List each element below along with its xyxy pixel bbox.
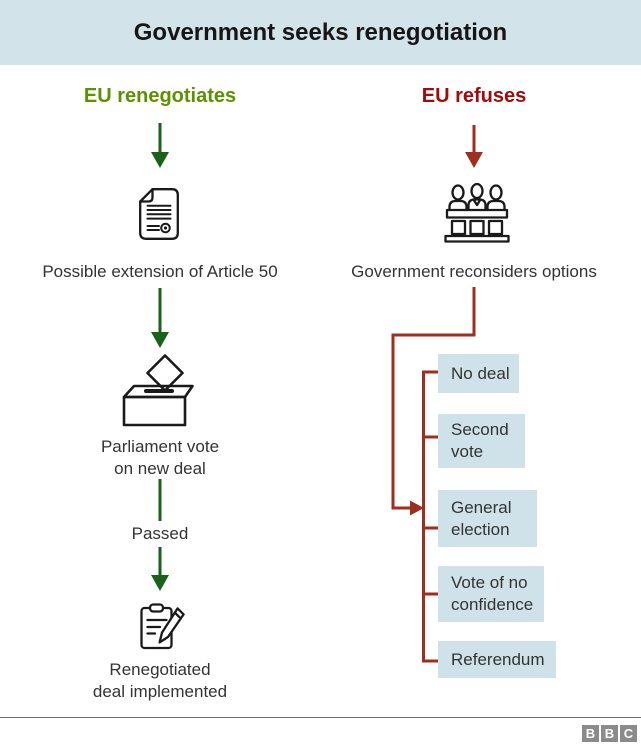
option-box-no-deal: No deal [438,354,519,393]
document-icon [139,188,179,240]
label-passed: Passed [131,524,189,543]
caption-parliament-vote: Parliament vote on new deal [100,437,220,478]
caption-article50: Possible extension of Article 50 [42,262,278,281]
bbc-logo-block: C [620,725,637,742]
page-title: Government seeks renegotiation [133,18,508,46]
header-band: Government seeks renegotiation [0,0,641,65]
bbc-logo: B B C [582,725,637,742]
option-box-referendum: Referendum [438,641,556,678]
caption-deal-implemented: Renegotiated deal implemented [92,660,228,701]
option-label: No deal [451,363,510,383]
parliament-panel-icon [444,183,510,243]
clipboard-pencil-icon [140,603,185,650]
footer-divider [0,717,641,718]
ballot-box-icon [122,354,194,427]
right-branch-heading: EU refuses [421,85,527,107]
option-label: General election [451,497,512,539]
option-label: Vote of no confidence [451,573,534,614]
bbc-logo-block: B [582,725,599,742]
option-box-no-confidence: Vote of no confidence [438,566,544,622]
bbc-logo-block: B [601,725,618,742]
option-label: Second vote [451,420,509,461]
option-label: Referendum [451,649,545,669]
caption-reconsiders: Government reconsiders options [351,262,597,281]
option-box-second-vote: Second vote [438,414,525,468]
option-box-general-election: General election [438,490,537,547]
left-branch-heading: EU renegotiates [83,85,237,107]
